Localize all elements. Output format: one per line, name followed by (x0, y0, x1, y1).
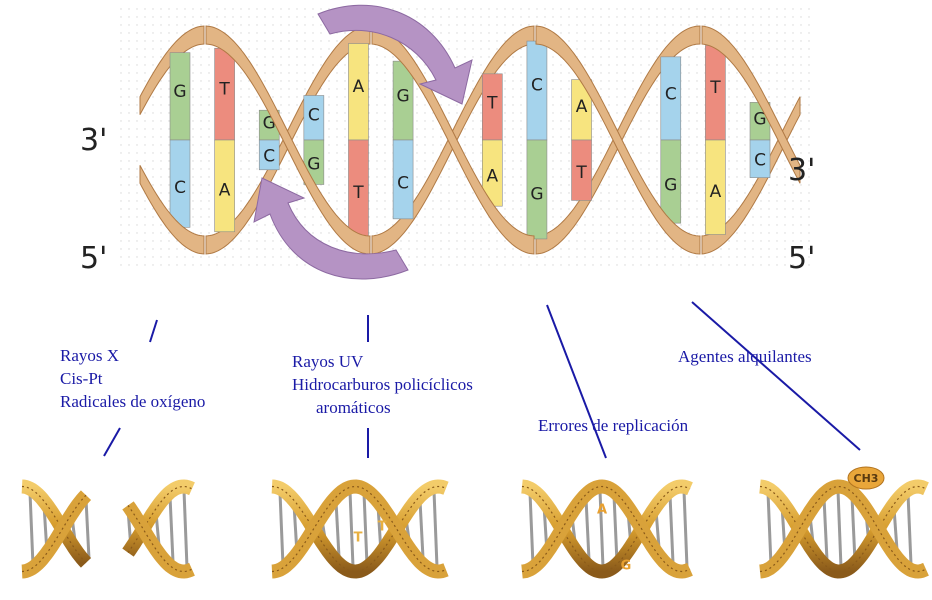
base-letter-bottom: C (263, 146, 275, 166)
strand-end-top-right: 3' (788, 153, 815, 188)
base-letter-top: T (709, 78, 721, 98)
mini-base-rod (768, 493, 771, 566)
base-letter-top: A (576, 97, 588, 117)
dimer-label-1: T (354, 531, 363, 546)
base-letter-bottom: T (575, 163, 587, 183)
base-letter-bottom: C (174, 178, 186, 198)
base-letter-top: C (531, 76, 543, 96)
mini-base-rod (350, 491, 353, 566)
cause-line: Radicales de oxígeno (60, 390, 205, 413)
base-pair: CG (661, 57, 681, 223)
mini-base-rod (838, 491, 841, 568)
pointer-line-1-upper (150, 320, 157, 342)
cause-line: Rayos X (60, 344, 205, 367)
mini-base-rod (530, 493, 533, 566)
cause-line: Errores de replicación (538, 414, 688, 437)
base-letter-bottom: T (352, 183, 364, 203)
lesion-example-mismatch (522, 487, 690, 572)
mini-base-rod (684, 491, 687, 568)
mini-base-rod (614, 495, 617, 562)
mini-base-rod (30, 493, 33, 566)
methyl-group-label: CH3 (854, 472, 879, 485)
strand-end-top-left: 3' (80, 123, 107, 158)
mini-base-rod (586, 498, 589, 559)
base-pair: TA (482, 74, 502, 206)
lesion-example-thymine-dimer (272, 487, 446, 572)
cause-line: Cis-Pt (60, 367, 205, 390)
mini-base-rod (670, 495, 673, 563)
mini-base-rod (336, 501, 339, 557)
dimer-label-2: T (378, 520, 387, 535)
mini-base-rod (170, 496, 173, 562)
base-pair: GC (393, 61, 413, 219)
base-letter-bottom: G (307, 154, 320, 174)
mini-base-rod (434, 491, 437, 567)
cause-line: Rayos UV (292, 350, 473, 373)
base-pair: GC (170, 53, 190, 228)
strand-end-bottom-right: 5' (788, 241, 815, 276)
mini-base-rod (280, 492, 283, 565)
mini-base-rod (420, 500, 423, 558)
cause-uv: Rayos UV Hidrocarburos policíclicos arom… (292, 350, 473, 419)
cause-alkylating: Agentes alquilantes (678, 345, 812, 368)
base-pair: AT (348, 44, 368, 237)
base-pair: CG (527, 41, 547, 239)
mini-base-rod (364, 493, 367, 565)
cause-ionizing: Rayos X Cis-Pt Radicales de oxígeno (60, 344, 205, 413)
cause-line: Agentes alquilantes (678, 345, 812, 368)
lesion-example-methylation (760, 487, 926, 572)
base-letter-top: A (353, 77, 365, 97)
base-letter-bottom: A (219, 180, 231, 200)
cause-replication: Errores de replicación (538, 414, 688, 437)
pointer-line-1-lower (104, 428, 120, 456)
base-pair: TA (705, 45, 725, 234)
mismatch-label-g: G (621, 559, 632, 574)
base-letter-top: C (308, 106, 320, 126)
pointer-line-4 (692, 302, 860, 450)
base-letter-bottom: C (397, 173, 409, 193)
base-letter-top: C (665, 84, 677, 104)
strand-end-bottom-left: 5' (80, 241, 107, 276)
mini-base-rod (908, 494, 911, 565)
base-pair: TA (215, 48, 235, 232)
lesion-example-strand-break (22, 487, 192, 572)
base-letter-bottom: A (710, 182, 722, 202)
base-letter-top: T (218, 80, 230, 100)
base-letter-top: G (173, 82, 186, 102)
mini-base-rod (852, 496, 855, 562)
base-letter-top: T (486, 94, 498, 114)
mismatch-label-a: A (597, 503, 607, 518)
base-letter-bottom: G (664, 176, 677, 196)
base-letter-bottom: G (530, 184, 543, 204)
mini-base-rod (86, 499, 89, 559)
base-letter-top: G (396, 87, 409, 107)
base-letter-bottom: C (754, 151, 766, 171)
cause-line: Hidrocarburos policíclicos (292, 373, 473, 396)
base-letter-bottom: A (486, 166, 498, 186)
base-pair: AT (572, 80, 592, 201)
mini-base-rod (184, 491, 187, 568)
cause-line: aromáticos (292, 396, 473, 419)
mini-base-rod (824, 498, 827, 561)
